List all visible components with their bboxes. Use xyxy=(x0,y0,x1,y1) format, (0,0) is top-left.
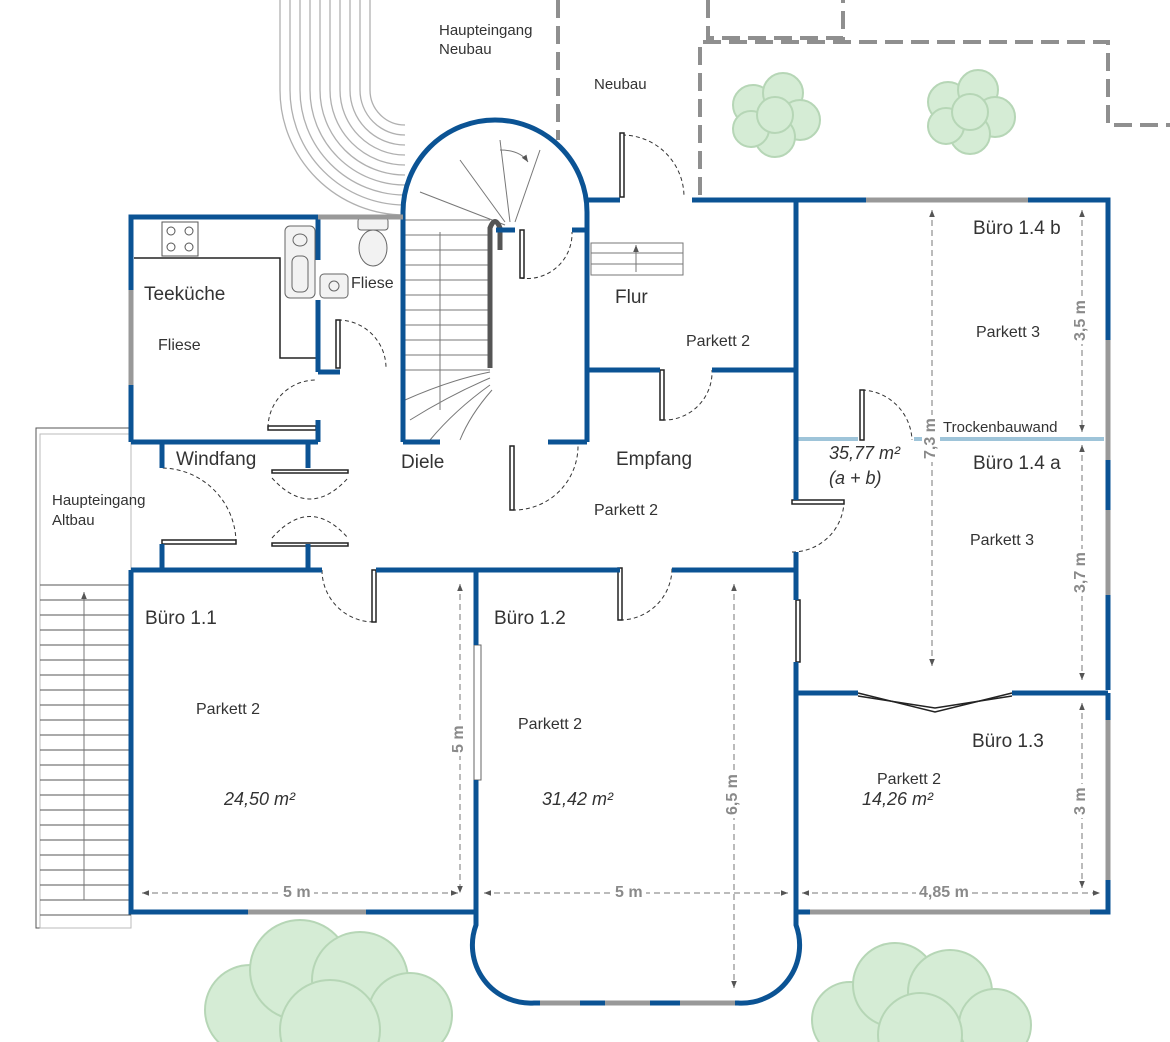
washbasin-icon xyxy=(319,273,349,299)
dim-buero-1-2-height: 6,5 m xyxy=(724,771,743,818)
wc-floor: Fliese xyxy=(351,275,394,292)
toilet-icon xyxy=(357,217,389,267)
window-double xyxy=(473,644,482,781)
teekueche-floor: Fliese xyxy=(158,337,201,354)
dim-buero-1-1-width: 5 m xyxy=(280,884,314,903)
counter xyxy=(134,257,316,359)
haupteingang-neubau-label-2: Neubau xyxy=(439,41,492,58)
room-buero-1-1: Büro 1.1 xyxy=(145,608,217,629)
buero-1-4-area: 35,77 m² xyxy=(829,443,901,463)
sink-icon xyxy=(284,225,316,299)
stove-icon xyxy=(161,221,199,257)
neubau-label: Neubau xyxy=(594,76,647,93)
outside-stairs xyxy=(35,427,132,929)
tree-icons xyxy=(204,69,1032,1042)
buero-1-1-area: 24,50 m² xyxy=(224,789,296,809)
stair-handrail xyxy=(487,219,503,368)
door-swings xyxy=(161,134,913,623)
buero-1-4b-floor: Parkett 3 xyxy=(976,324,1041,341)
room-buero-1-4a: Büro 1.4 a xyxy=(973,453,1061,474)
buero-1-3-area: 14,26 m² xyxy=(862,789,934,809)
buero-1-1-floor: Parkett 2 xyxy=(196,701,261,718)
trockenbauwand-label: Trockenbauwand xyxy=(943,419,1058,436)
buero-1-3-floor: Parkett 2 xyxy=(877,771,942,788)
tree-icon xyxy=(927,69,1016,155)
haupteingang-altbau-label: Haupteingang xyxy=(52,492,146,509)
window-openings xyxy=(128,197,1111,1006)
flur-floor: Parkett 2 xyxy=(686,333,751,350)
walls xyxy=(128,117,1111,1006)
door-leaves xyxy=(161,132,1013,713)
room-teekueche: Teeküche xyxy=(144,284,226,305)
dim-buero-1-4a-height: 3,7 m xyxy=(1072,549,1091,596)
dim-buero-1-3-height: 3 m xyxy=(1072,784,1091,818)
room-flur: Flur xyxy=(615,287,648,308)
room-empfang: Empfang xyxy=(616,449,693,470)
dim-buero-1-4-total: 7,3 m xyxy=(922,415,941,462)
room-buero-1-4b: Büro 1.4 b xyxy=(973,218,1061,239)
tree-icon xyxy=(732,72,821,158)
inner-stairs xyxy=(404,139,541,441)
tree-icon xyxy=(811,942,1032,1042)
dim-buero-1-4b-height: 3,5 m xyxy=(1072,297,1091,344)
dim-buero-1-1-height: 5 m xyxy=(450,722,469,756)
buero-1-2-area: 31,42 m² xyxy=(542,789,614,809)
buero-1-4-area-ab: (a + b) xyxy=(829,468,882,488)
room-buero-1-2: Büro 1.2 xyxy=(494,608,566,629)
room-buero-1-3: Büro 1.3 xyxy=(972,731,1044,752)
haupteingang-altbau-label-2: Altbau xyxy=(52,512,95,529)
flur-stairs xyxy=(590,242,684,276)
dim-buero-1-2-width: 5 m xyxy=(612,884,646,903)
dim-buero-1-3-width: 4,85 m xyxy=(916,884,972,903)
buero-1-4a-floor: Parkett 3 xyxy=(970,532,1035,549)
room-windfang: Windfang xyxy=(176,449,257,470)
empfang-floor: Parkett 2 xyxy=(594,502,659,519)
neubau-outline xyxy=(556,0,1170,195)
entrance-arcs xyxy=(279,0,406,216)
buero-1-2-floor: Parkett 2 xyxy=(518,716,583,733)
tree-icon xyxy=(204,919,453,1042)
room-diele: Diele xyxy=(401,452,445,473)
haupteingang-neubau-label: Haupteingang xyxy=(439,22,533,39)
